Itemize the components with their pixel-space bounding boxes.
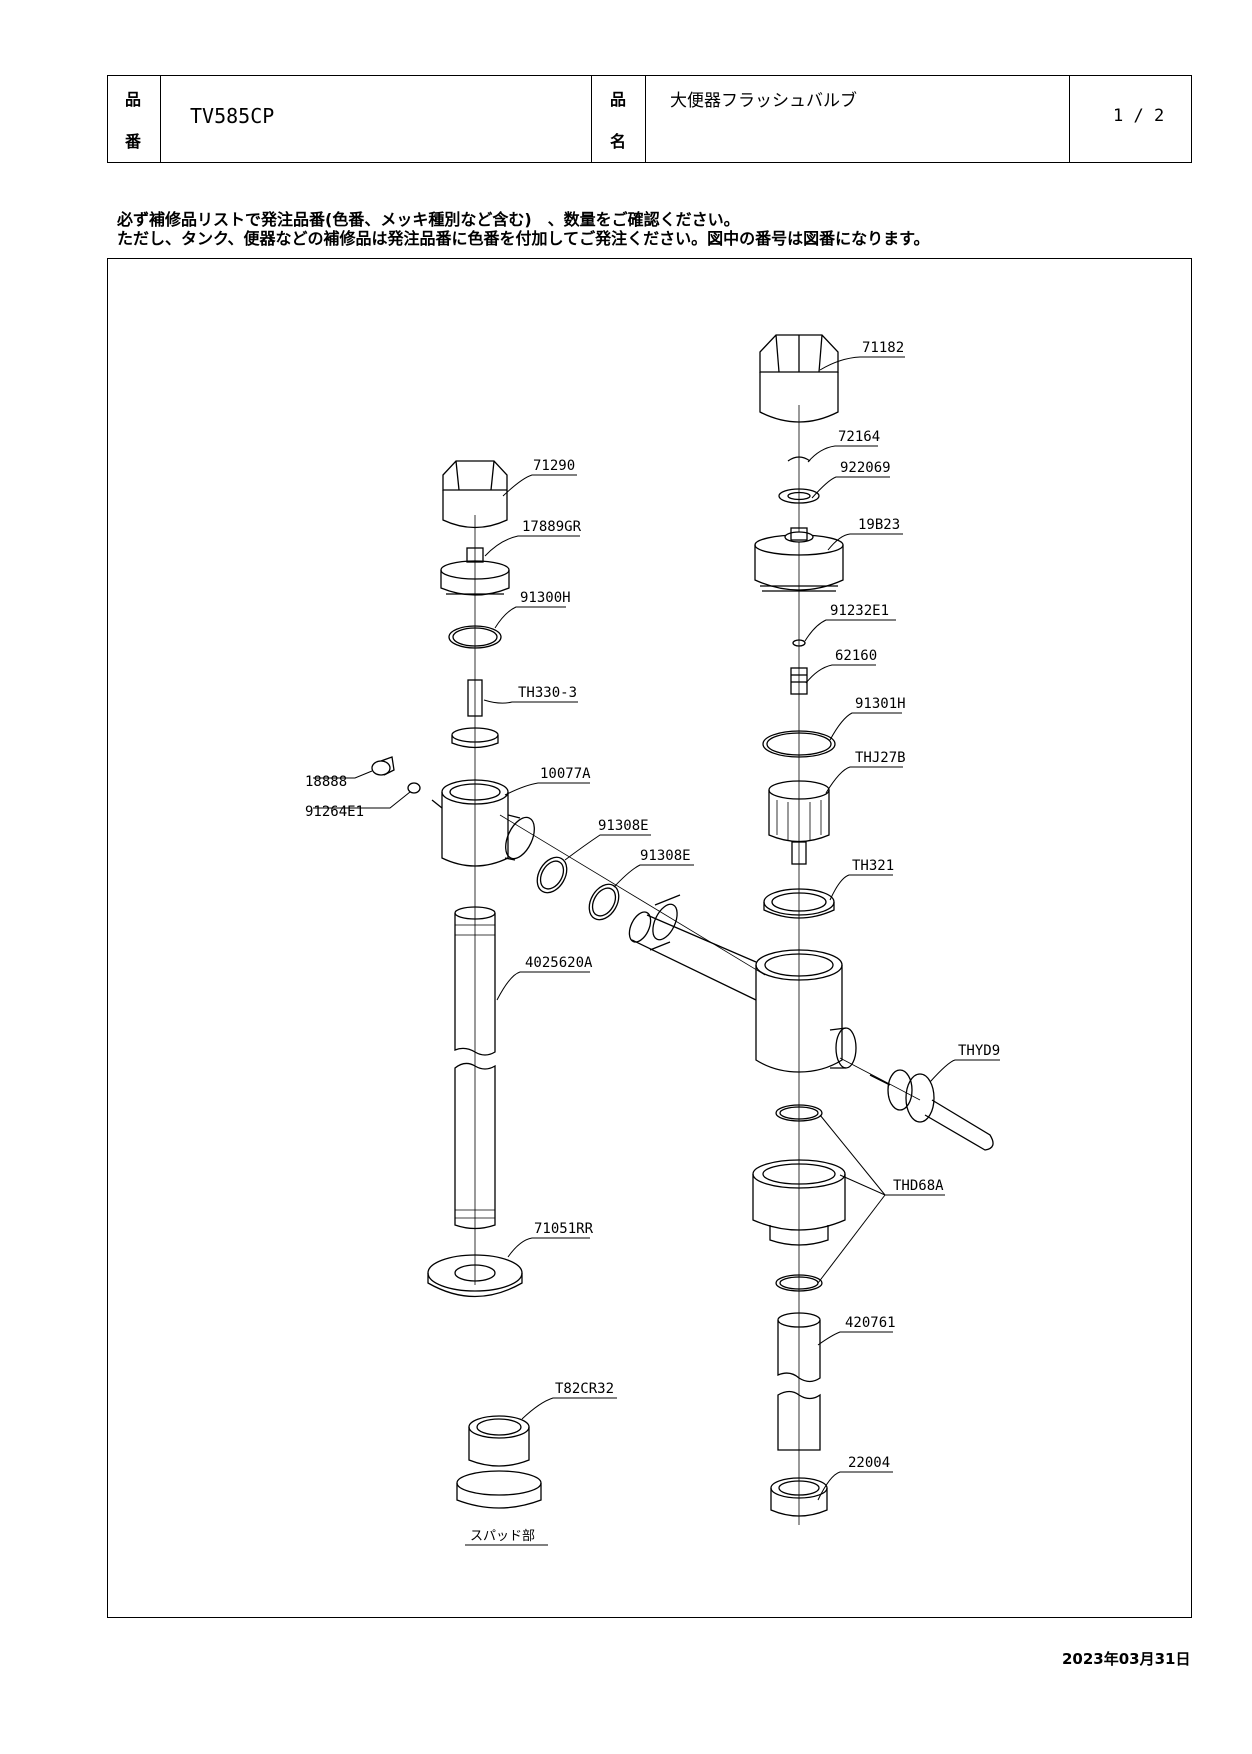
o-ring-91300H xyxy=(448,625,502,649)
product-name-label: 名 xyxy=(610,132,627,151)
product-name-label: 品 xyxy=(610,90,627,109)
model-number: TV585CP xyxy=(190,104,275,128)
bonnet-17889GR xyxy=(440,547,510,596)
vacuum-breaker-THD68A xyxy=(752,1104,846,1292)
o-ring-91264E1 xyxy=(407,782,421,794)
part-label-THYD9: THYD9 xyxy=(958,1043,1000,1059)
product-name: 大便器フラッシュバルブ xyxy=(670,91,857,111)
order-notes: 必ず補修品リストで発注品番(色番、メッキ種別など含む) 、数量をご確認ください。… xyxy=(117,210,929,248)
note-line: ただし、タンク、便器などの補修品は発注品番に色番を付加してご発注ください。図中の… xyxy=(117,229,930,248)
stop-valve-10077A xyxy=(431,779,535,867)
part-label-72164: 72164 xyxy=(838,429,880,445)
part-label-922069: 922069 xyxy=(840,460,891,476)
part-label-420761: 420761 xyxy=(845,1315,896,1331)
o-ring-91308E xyxy=(536,856,568,894)
part-label-91232E1: 91232E1 xyxy=(830,603,889,619)
plug-18888 xyxy=(371,756,395,776)
valve-body xyxy=(628,894,857,1073)
part-label-91264E1: 91264E1 xyxy=(305,804,364,820)
part-label-91300H: 91300H xyxy=(520,590,571,606)
spud-T82CR32 xyxy=(456,1415,542,1509)
divider xyxy=(160,76,161,162)
part-label-71290: 71290 xyxy=(533,458,575,474)
pipe-420761 xyxy=(777,1312,821,1451)
part-label-10077A: 10077A xyxy=(540,766,591,782)
e-ring-72164 xyxy=(787,456,811,462)
divider xyxy=(1069,76,1070,162)
nut-22004 xyxy=(770,1477,828,1517)
part-label-18888: 18888 xyxy=(305,774,347,790)
part-number-label: 品 xyxy=(125,90,142,109)
page-number: 1 / 2 xyxy=(1113,106,1165,126)
washer-922069 xyxy=(778,488,820,504)
part-label-71182: 71182 xyxy=(862,340,904,356)
part-label-T82CR32: T82CR32 xyxy=(555,1381,614,1397)
leader-lines xyxy=(313,356,1000,1546)
part-label-91301H: 91301H xyxy=(855,696,906,712)
piston-THJ27B xyxy=(768,780,830,865)
title-block: 品 番 TV585CP 品 名 大便器フラッシュバルブ 1 / 2 xyxy=(107,75,1192,163)
divider xyxy=(591,76,592,162)
part-label-22004: 22004 xyxy=(848,1455,890,1471)
part-label-THJ27B: THJ27B xyxy=(855,750,906,766)
drawing-frame xyxy=(107,258,1192,1618)
handle-THYD9 xyxy=(869,1069,994,1151)
part-label-91308E: 91308E xyxy=(598,818,649,834)
cap-71290 xyxy=(442,460,508,529)
spud-section-label: スパッド部 xyxy=(470,1529,535,1544)
o-ring-91308E xyxy=(588,883,620,921)
cover-19B23 xyxy=(754,527,844,592)
note-line: 必ず補修品リストで発注品番(色番、メッキ種別など含む) 、数量をご確認ください。 xyxy=(117,210,740,229)
part-label-91308E: 91308E xyxy=(640,848,691,864)
pipe-4025620A xyxy=(454,906,496,1230)
divider xyxy=(645,76,646,162)
o-ring-91232E1 xyxy=(792,639,806,647)
part-label-TH321: TH321 xyxy=(852,858,894,874)
o-ring-91301H xyxy=(762,730,836,758)
escutcheon-71051RR xyxy=(427,1254,523,1298)
part-label-THD68A: THD68A xyxy=(893,1178,944,1194)
stem-TH330-3 xyxy=(451,679,499,749)
issue-date: 2023年03月31日 xyxy=(1062,1650,1191,1668)
part-label-19B23: 19B23 xyxy=(858,517,900,533)
part-label-TH330-3: TH330-3 xyxy=(518,685,577,701)
part-label-71051RR: 71051RR xyxy=(534,1221,594,1237)
cap-71182 xyxy=(759,334,839,423)
ring-TH321 xyxy=(763,888,835,919)
part-label-17889GR: 17889GR xyxy=(522,519,582,535)
part-label-4025620A: 4025620A xyxy=(525,955,593,971)
part-number-label: 番 xyxy=(125,132,142,151)
part-label-62160: 62160 xyxy=(835,648,877,664)
